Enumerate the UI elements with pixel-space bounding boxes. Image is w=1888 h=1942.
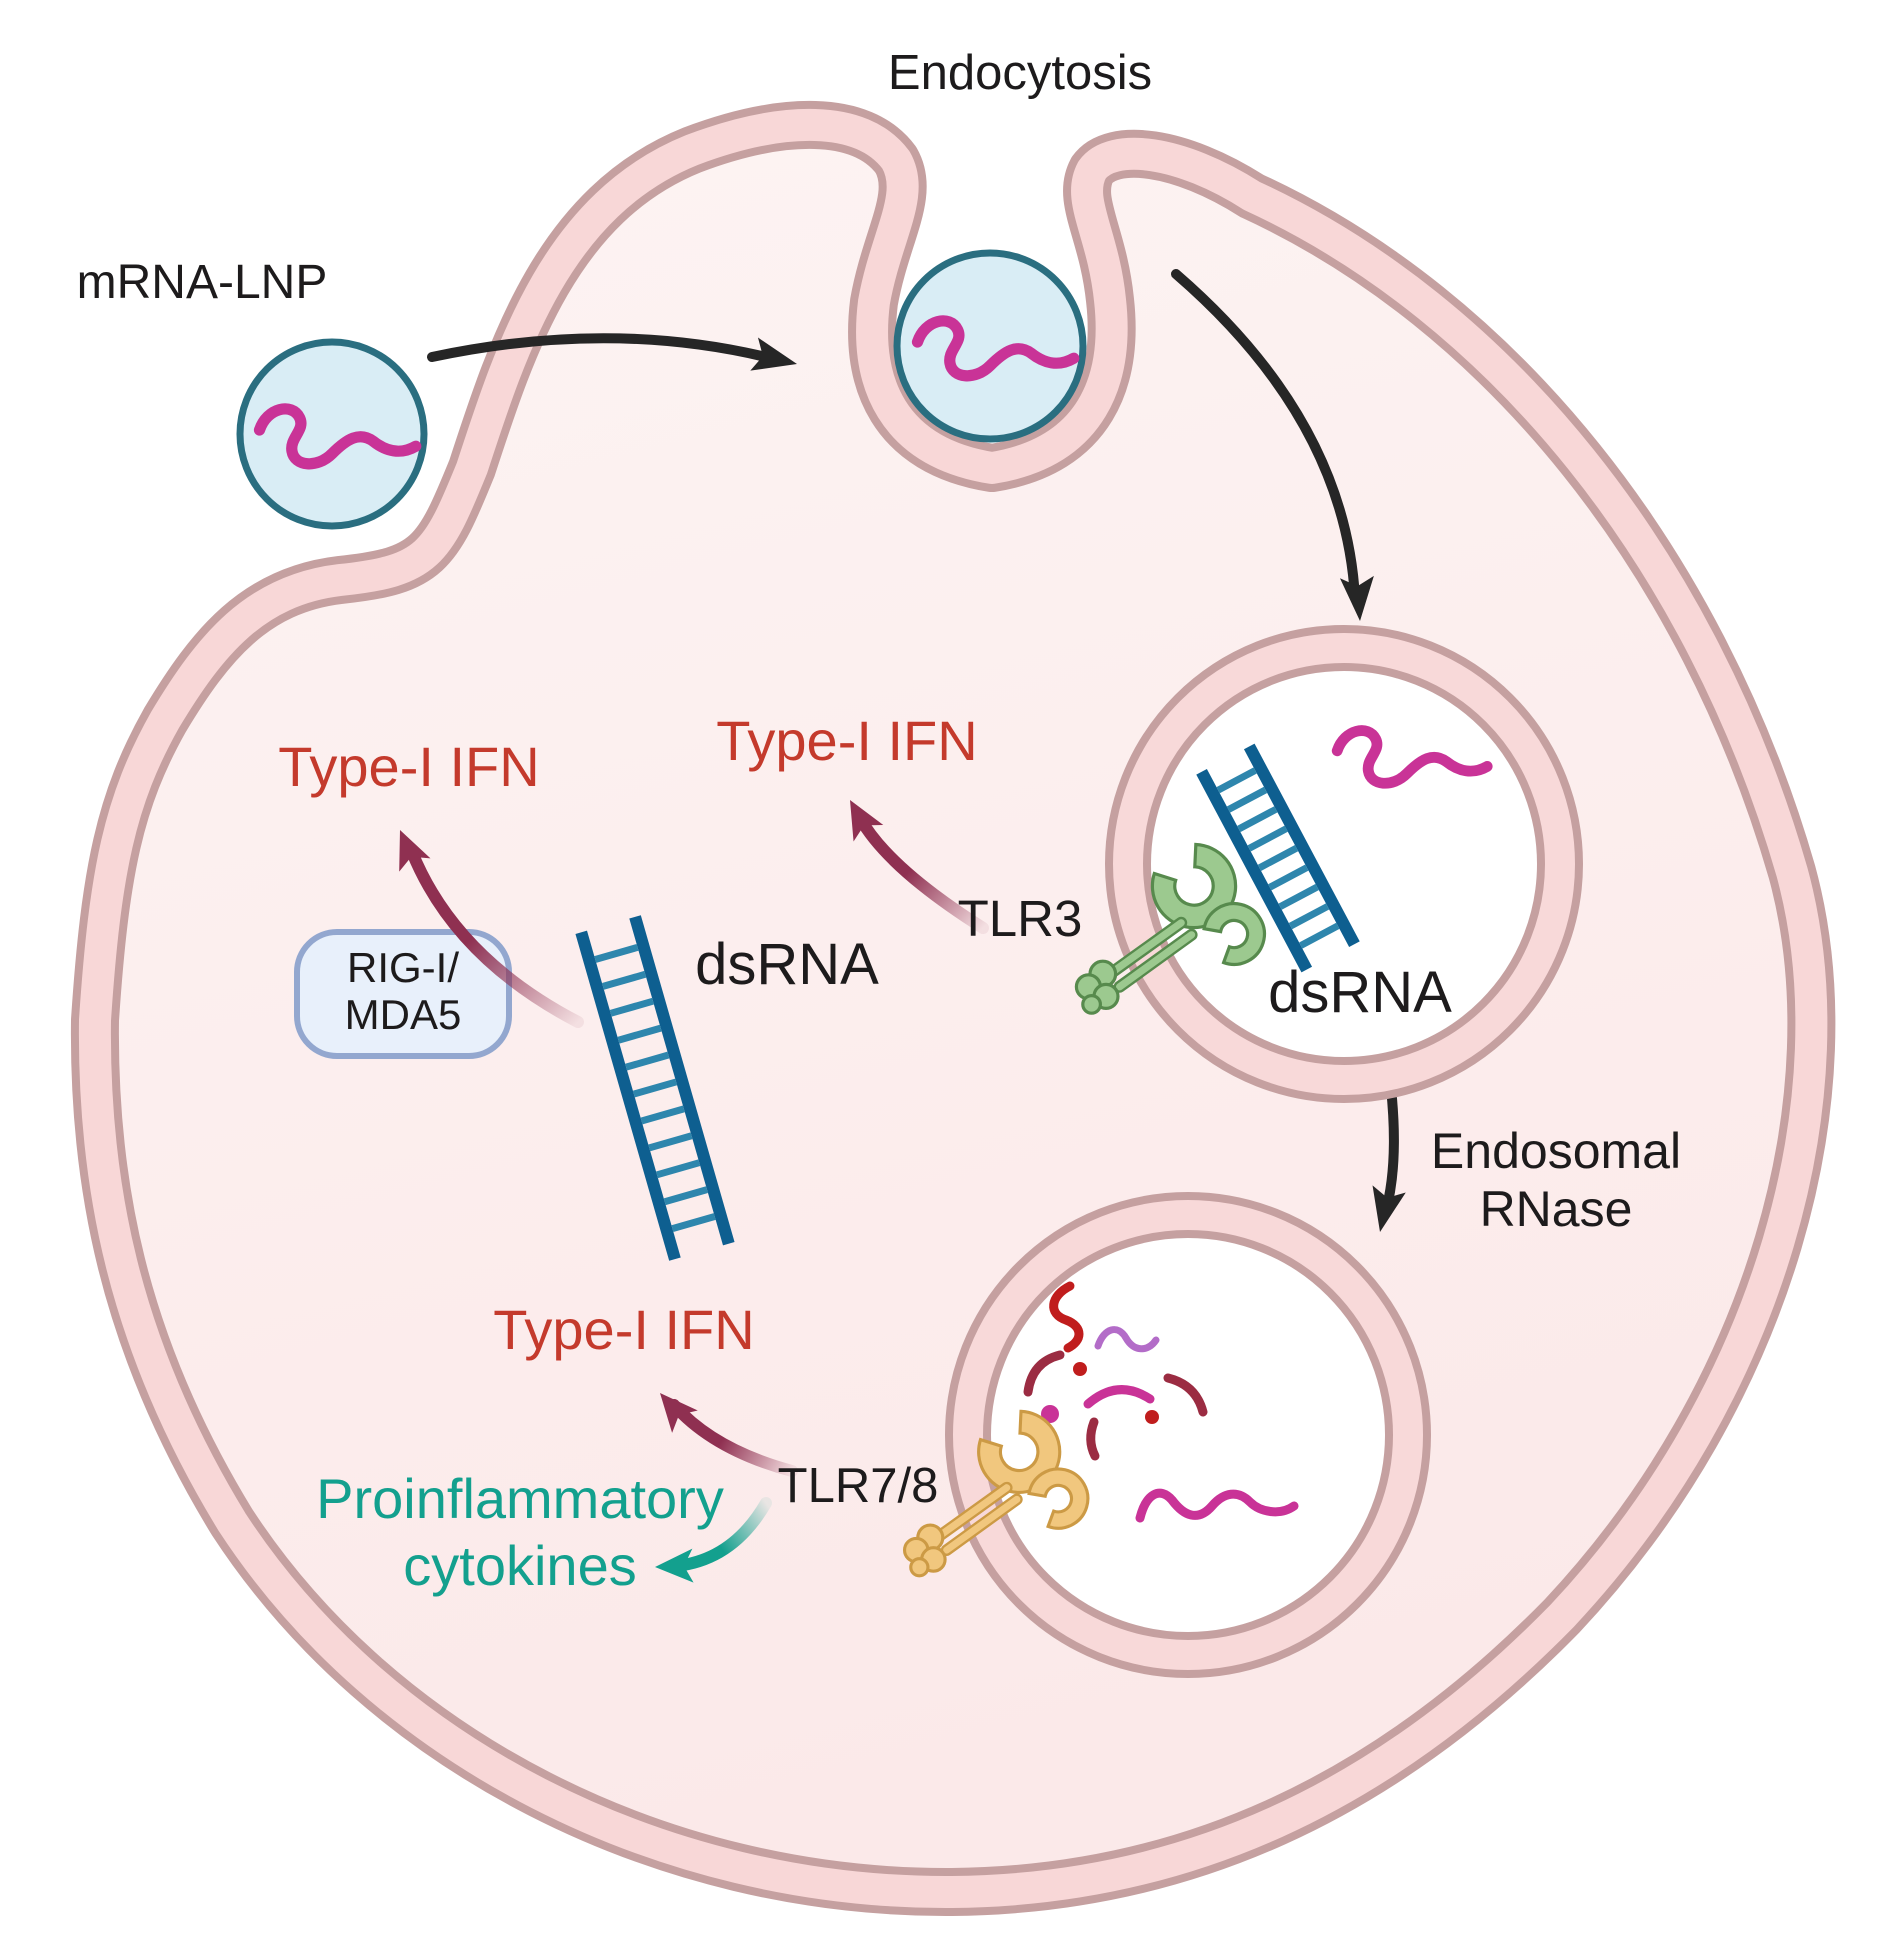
tlr78-label: TLR7/8 xyxy=(778,1459,939,1513)
rig-to-ifn-arrow xyxy=(399,830,584,1028)
mrna-lnp-particle-endocytosed xyxy=(893,249,1087,443)
proinflammatory-label-line1: Proinflammatory xyxy=(316,1467,724,1530)
rig-i-mda5-label-line2: MDA5 xyxy=(345,991,462,1038)
tlr3-label: TLR3 xyxy=(958,890,1083,947)
mrna-squiggle xyxy=(1331,725,1493,789)
tlr7-8-protein xyxy=(902,1409,1090,1578)
tlr7-8-cytoplasmic-domain xyxy=(902,1523,947,1578)
tlr3-second-lobe xyxy=(1202,902,1267,966)
endosome-membrane-band xyxy=(1113,633,1575,1095)
endocytosis-arrow-1 xyxy=(427,333,797,371)
endosomal-rnase-label-line1: Endosomal xyxy=(1431,1123,1681,1179)
rig-i-mda5-label-line1: RIG-I/ xyxy=(347,944,459,991)
dsrna-ladder-cytoplasm xyxy=(575,915,735,1261)
endosomal-rnase-label-line2: RNase xyxy=(1480,1181,1633,1237)
mrna-squiggle xyxy=(253,403,422,470)
proinflammatory-label-line2: cytokines xyxy=(403,1534,636,1597)
mrna-lnp-particle-outside xyxy=(236,338,428,530)
degraded-rna-fragments xyxy=(1023,1281,1208,1461)
dsrna-label-cytoplasm: dsRNA xyxy=(695,932,879,997)
endocytosis-arrow-2 xyxy=(1171,269,1374,621)
mrna-squiggle xyxy=(1135,1488,1299,1523)
endosomal-rnase-arrow xyxy=(1372,1083,1406,1232)
mrna-squiggle xyxy=(911,315,1080,382)
early-endosome xyxy=(1074,625,1583,1103)
tlr7-8-second-lobe xyxy=(1027,1467,1090,1530)
type1-ifn-label-tlr78: Type-I IFN xyxy=(493,1298,754,1361)
tlr3-protein xyxy=(1074,842,1267,1015)
tlr78-to-cytokines-arrow xyxy=(655,1497,772,1583)
tlr3-ectodomain-lobe xyxy=(1150,842,1238,930)
tlr3-to-ifn-arrow xyxy=(850,800,989,934)
rig-i-mda5-box: RIG-I/ MDA5 xyxy=(294,929,512,1059)
dsrna-label-endosome: dsRNA xyxy=(1268,960,1452,1025)
type1-ifn-label-tlr3: Type-I IFN xyxy=(716,709,977,772)
title-endocytosis: Endocytosis xyxy=(888,46,1152,100)
lnp-circle xyxy=(893,249,1087,443)
type1-ifn-label-rig: Type-I IFN xyxy=(278,735,539,798)
cell-membrane-band xyxy=(78,109,1828,1909)
dsrna-ladder-endosome xyxy=(1196,743,1360,973)
tlr3-cytoplasmic-domain xyxy=(1074,959,1120,1015)
endosome-membrane-band xyxy=(953,1200,1423,1670)
lnp-circle xyxy=(236,338,428,530)
mrna-lnp-label: mRNA-LNP xyxy=(77,256,328,309)
late-endosome xyxy=(902,1192,1431,1678)
tlr78-to-ifn-arrow xyxy=(660,1393,798,1477)
tlr7-8-ectodomain-lobe xyxy=(977,1409,1062,1494)
